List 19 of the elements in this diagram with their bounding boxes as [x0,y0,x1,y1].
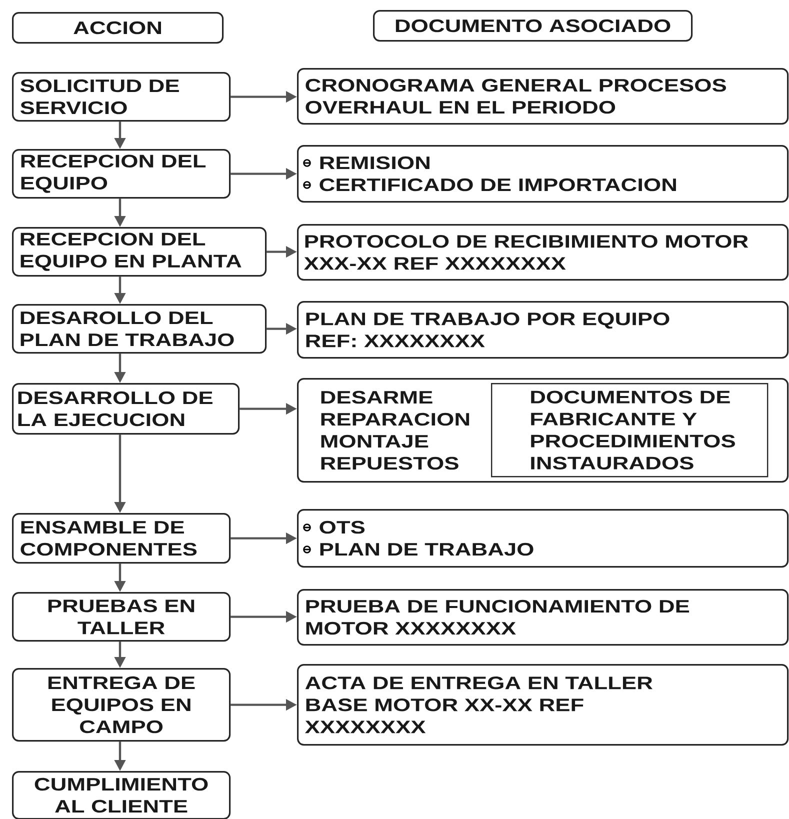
document-box: PRUEBA DE FUNCIONAMIENTO DE MOTOR XXXXXXXX [297,589,789,646]
action-box: CUMPLIMIENTO AL CLIENTE [12,771,231,819]
action-box: PRUEBAS EN TALLER [12,592,231,642]
document-box: PROTOCOLO DE RECIBIMIENTO MOTOR XXX-XX REF XXXXXXXX [297,224,789,281]
action-box: DESARROLLO DE LA EJECUCION [12,383,240,435]
header-box: ACCION [12,12,224,44]
action-box: DESAROLLO DEL PLAN DE TRABAJO [12,304,267,354]
document-box: PLAN DE TRABAJO POR EQUIPO REF: XXXXXXXX [297,301,789,359]
document-box: DOCUMENTOS DE FABRICANTE Y PROCEDIMIENTOS INSTAURADOS [491,383,768,478]
action-box: RECEPCION DEL EQUIPO [12,149,231,199]
action-box: SOLICITUD DE SERVICIO [12,72,231,122]
action-box: ENSAMBLE DE COMPONENTES [12,513,231,564]
document-box: OTS PLAN DE TRABAJO [297,509,789,568]
document-box: CRONOGRAMA GENERAL PROCESOS OVERHAUL EN EL PERIODO [297,68,789,125]
action-box: ENTREGA DE EQUIPOS EN CAMPO [12,668,231,742]
document-box: ACTA DE ENTREGA EN TALLER BASE MOTOR XX-XX REF XXXXXXXX [297,664,789,746]
header-box: DOCUMENTO ASOCIADO [373,10,693,42]
action-box: RECEPCION DEL EQUIPO EN PLANTA [12,227,267,277]
document-box: REMISION CERTIFICADO DE IMPORTACION [297,145,789,203]
